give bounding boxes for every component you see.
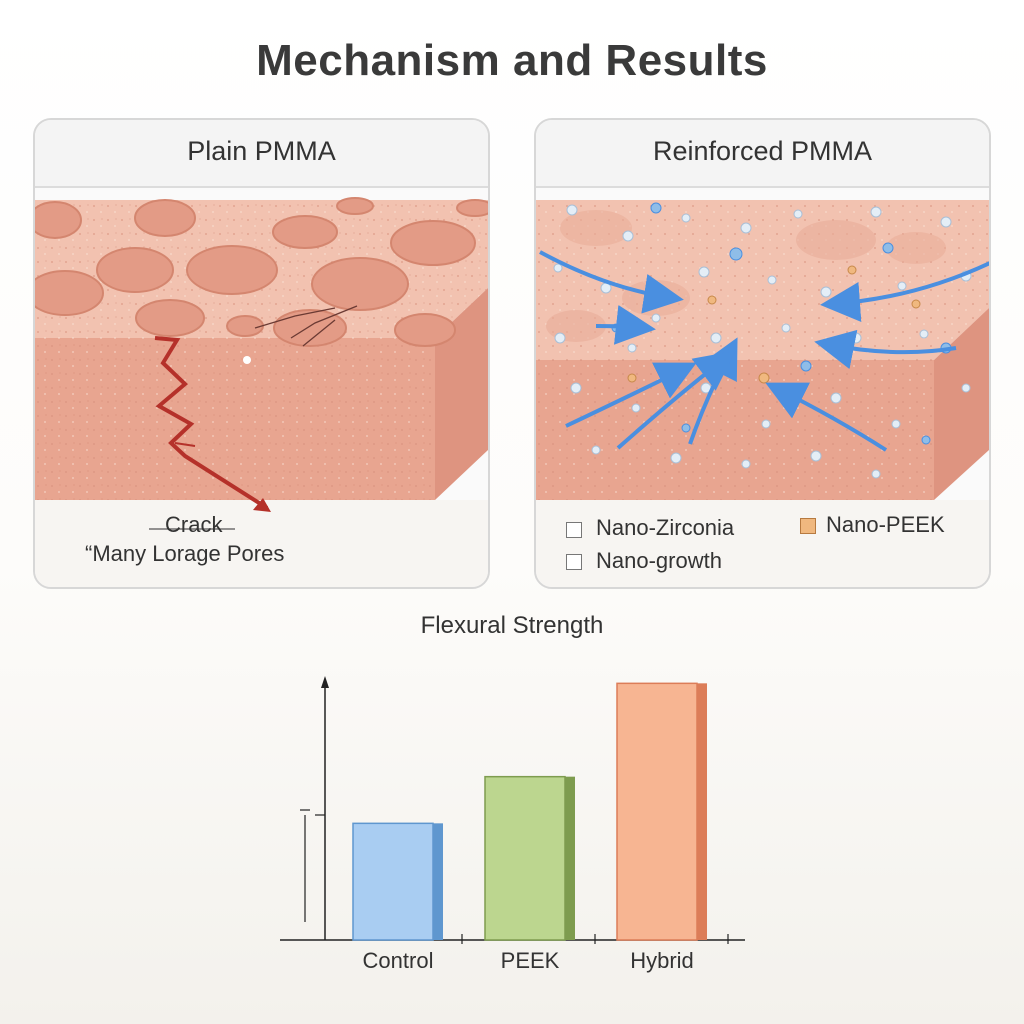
pore (226, 315, 264, 337)
y-axis-arrowhead (321, 676, 329, 688)
pore (135, 299, 205, 337)
tick-label-hybrid: Hybrid (630, 948, 694, 973)
plain-pmma-illustration (35, 197, 488, 587)
crack-line (154, 336, 269, 510)
pore (35, 270, 104, 316)
reinforced-pmma-panel: Reinforced PMMA (534, 118, 991, 589)
pore (35, 201, 82, 239)
reinforcement-arrows (539, 250, 989, 452)
pore (96, 247, 174, 293)
pore (134, 199, 196, 237)
tick-label-control: Control (362, 948, 434, 973)
nanoparticles (553, 202, 972, 479)
reinforced-pmma-illustration (536, 200, 989, 587)
legend-peek: Nano-PEEK (826, 512, 945, 537)
pore (336, 197, 374, 215)
bar-side-peek (565, 776, 575, 940)
tick-label-peek: PEEK (500, 948, 560, 973)
pore (272, 215, 338, 249)
pore (311, 257, 409, 311)
crack-arrowhead (253, 498, 271, 512)
growth-swatch (566, 554, 582, 570)
legend-growth: Nano-growth (596, 548, 722, 573)
pore (394, 313, 456, 347)
bar-peek (484, 775, 566, 941)
chart-title: Flexural Strength (420, 612, 604, 639)
plain-pmma-panel: Plain PMMA (33, 118, 490, 589)
block-side-face (934, 308, 989, 500)
legend-zirconia: Nano-Zirconia (596, 515, 735, 540)
reinforced-pmma-heading: Reinforced PMMA (536, 120, 989, 188)
pores-label: “Many Lorage Pores (85, 541, 285, 566)
plain-pmma-heading: Plain PMMA (35, 120, 488, 188)
pore (390, 220, 476, 266)
bar-control (352, 822, 434, 941)
flexural-strength-chart (280, 676, 745, 944)
pore (456, 199, 488, 217)
pore (186, 245, 278, 295)
zirconia-swatch (566, 522, 582, 538)
bar-hybrid (616, 682, 698, 941)
peek-swatch (800, 518, 816, 534)
crack-label: Crack (165, 512, 223, 537)
bar-side-hybrid (697, 683, 707, 940)
bar-side-control (433, 823, 443, 940)
page-title: Mechanism and Results (256, 36, 768, 85)
